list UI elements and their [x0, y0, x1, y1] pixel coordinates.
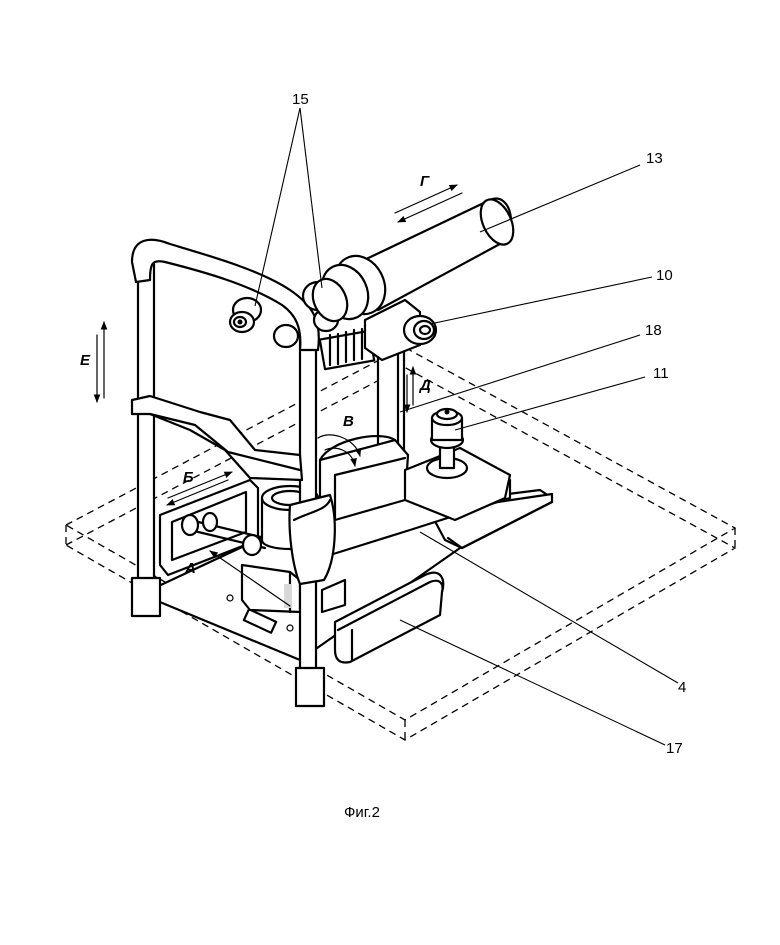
label-4: 4 — [678, 679, 686, 696]
lower-carriage — [242, 565, 300, 612]
label-13: 13 — [646, 150, 663, 167]
label-10: 10 — [656, 267, 673, 284]
letter-g: Г — [420, 173, 430, 190]
joystick — [405, 409, 510, 520]
letter-e: Е — [80, 352, 91, 369]
letter-b: Б — [183, 469, 194, 486]
leader-lines — [255, 108, 678, 745]
label-15: 15 — [292, 91, 309, 108]
label-18: 18 — [645, 322, 662, 339]
letter-d: Д — [418, 377, 431, 394]
knob-10 — [404, 316, 436, 344]
label-17: 17 — [666, 740, 683, 757]
letter-v: В — [343, 413, 354, 430]
label-11: 11 — [653, 365, 669, 382]
letter-a: А — [184, 560, 196, 577]
figure-caption: Фиг.2 — [344, 804, 380, 821]
